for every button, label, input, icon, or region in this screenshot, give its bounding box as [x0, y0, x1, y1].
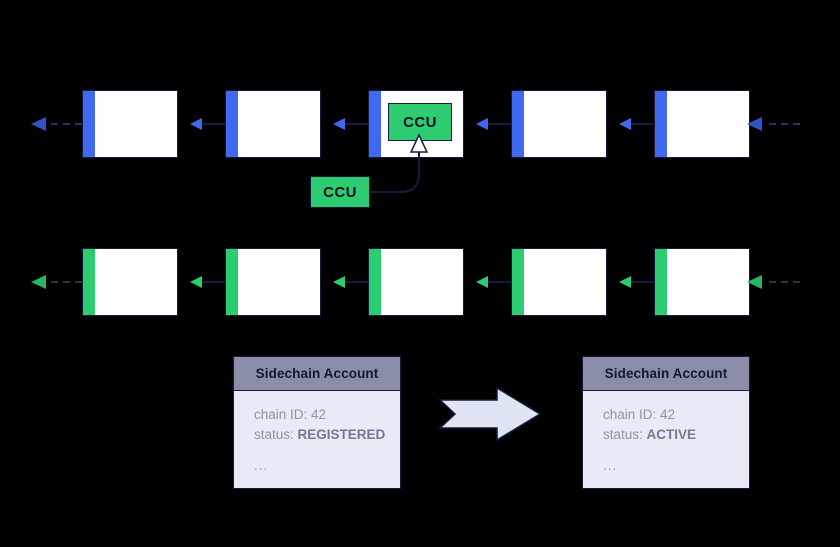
ccu-inclusion-connector: [370, 152, 420, 193]
mainchain-block-3-accent-bar: [369, 91, 381, 157]
mainchain-link-4-to-3-arrowhead: [476, 118, 488, 130]
ccu-pending[interactable]: CCU: [310, 176, 370, 208]
sidechain-block-5-body: [667, 249, 749, 315]
after-status-value: ACTIVE: [646, 426, 697, 442]
before-chain-id-label: chain ID:: [254, 407, 312, 422]
mainchain-link-5-to-4-arrowhead: [619, 118, 631, 130]
after-ellipsis: ...: [603, 458, 618, 474]
after-status-row: status: ACTIVE: [603, 425, 749, 445]
sidechain-block-2-accent-bar: [226, 249, 238, 315]
mainchain-block-1-body: [95, 91, 177, 157]
sidechain-block-2: [225, 248, 321, 316]
after-chain-id-label: chain ID:: [603, 407, 661, 422]
before-chain-id-value: 42: [311, 407, 327, 422]
mainchain-link-3-to-2-arrowhead: [333, 118, 345, 130]
sidechain-block-3-accent-bar: [369, 249, 381, 315]
ccu-in-block[interactable]: CCU: [388, 103, 452, 141]
mainchain-block-1-accent-bar: [83, 91, 95, 157]
sidechain-block-1-accent-bar: [83, 249, 95, 315]
mainchain-block-4-body: [524, 91, 606, 157]
sidechain-block-5: [654, 248, 750, 316]
sidechain-block-1-body: [95, 249, 177, 315]
sidechain-link-2-to-1-arrowhead: [190, 276, 202, 288]
mainchain-block-2: [225, 90, 321, 158]
transition-arrow: [438, 386, 542, 442]
sidechain-account-after-body: chain ID: 42 status: ACTIVE ...: [583, 391, 749, 488]
sidechain-link-5-to-4-arrowhead: [619, 276, 631, 288]
mainchain-block-2-body: [238, 91, 320, 157]
sidechain-account-before-body: chain ID: 42 status: REGISTERED ...: [234, 391, 400, 488]
sidechain-block-4: [511, 248, 607, 316]
mainchain-block-5: [654, 90, 750, 158]
before-chain-id-row: chain ID: 42: [254, 405, 400, 425]
sidechain-continuation-left-arrowhead: [31, 275, 46, 289]
before-status-row: status: REGISTERED: [254, 425, 400, 445]
mainchain-block-4: [511, 90, 607, 158]
before-ellipsis: ...: [254, 458, 269, 474]
sidechain-account-before-header: Sidechain Account: [234, 357, 400, 391]
after-chain-id-row: chain ID: 42: [603, 405, 749, 425]
sidechain-block-2-body: [238, 249, 320, 315]
after-status-label: status:: [603, 426, 647, 442]
sidechain-block-3-body: [381, 249, 463, 315]
after-chain-id-value: 42: [660, 407, 676, 422]
mainchain-block-2-accent-bar: [226, 91, 238, 157]
mainchain-link-2-to-1-arrowhead: [190, 118, 202, 130]
sidechain-link-3-to-2-arrowhead: [333, 276, 345, 288]
mainchain-block-5-body: [667, 91, 749, 157]
sidechain-block-3: [368, 248, 464, 316]
sidechain-account-card-after: Sidechain Account chain ID: 42 status: A…: [582, 356, 750, 489]
sidechain-account-after-header: Sidechain Account: [583, 357, 749, 391]
sidechain-link-4-to-3-arrowhead: [476, 276, 488, 288]
sidechain-block-5-accent-bar: [655, 249, 667, 315]
mainchain-block-4-accent-bar: [512, 91, 524, 157]
mainchain-block-1: [82, 90, 178, 158]
sidechain-block-4-accent-bar: [512, 249, 524, 315]
mainchain-block-5-accent-bar: [655, 91, 667, 157]
sidechain-block-4-body: [524, 249, 606, 315]
sidechain-account-card-before: Sidechain Account chain ID: 42 status: R…: [233, 356, 401, 489]
before-status-label: status:: [254, 426, 298, 442]
before-status-value: REGISTERED: [297, 426, 386, 442]
mainchain-continuation-left-arrowhead: [31, 117, 46, 131]
sidechain-block-1: [82, 248, 178, 316]
